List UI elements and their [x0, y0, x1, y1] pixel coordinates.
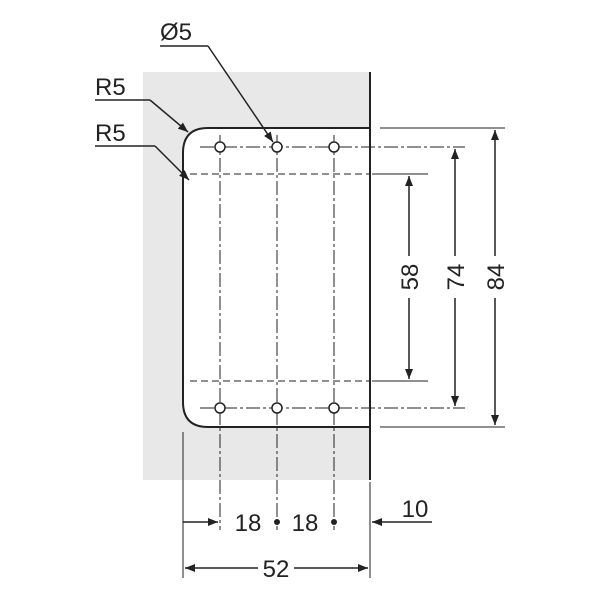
hole-diameter-leader-arrow [207, 45, 274, 143]
hole [214, 402, 226, 414]
hole [271, 402, 283, 414]
total-height-label: 84 [483, 264, 510, 291]
hole-diameter-label: Ø5 [160, 19, 192, 46]
edge-offset-label: 10 [402, 496, 429, 523]
hole [328, 141, 340, 153]
pitch-dot [331, 519, 337, 525]
hole-pitch-b-label: 18 [292, 510, 319, 537]
hole [271, 141, 283, 153]
outer-radius-leader-arrow [149, 99, 189, 133]
inner-radius-label: R5 [95, 120, 126, 147]
pitch-dot [274, 519, 280, 525]
hole-pitch-a-label: 18 [235, 510, 262, 537]
hole [214, 141, 226, 153]
outer-radius-label: R5 [95, 74, 126, 101]
inner-radius-leader-arrow [154, 145, 190, 181]
hole [328, 402, 340, 414]
mounting-holes [214, 141, 340, 414]
inner-height-label: 58 [397, 264, 424, 291]
total-width-label: 52 [263, 556, 290, 583]
hole-spacing-label: 74 [443, 264, 470, 291]
